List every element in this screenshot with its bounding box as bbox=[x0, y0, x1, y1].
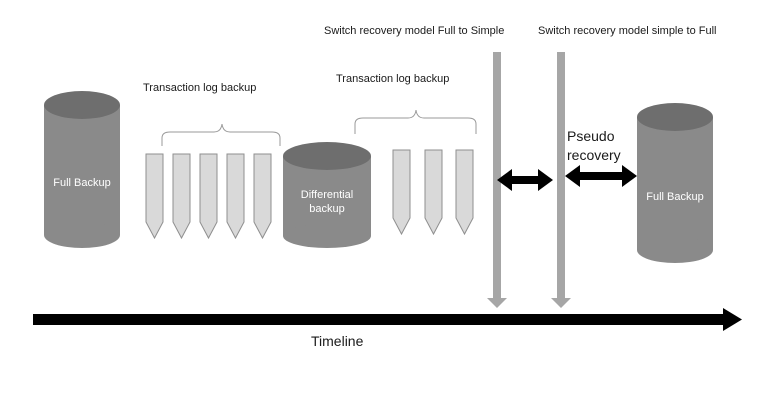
switch-simple-to-full-label: Switch recovery model simple to Full bbox=[538, 25, 717, 37]
transaction-log-label-2: Transaction log backup bbox=[336, 73, 450, 85]
switch-simple-to-full-bar bbox=[551, 52, 571, 308]
bracket-transaction-log-2 bbox=[354, 109, 477, 134]
pseudo-recovery-label: Pseudo recovery bbox=[567, 128, 621, 163]
log-backups-group-1 bbox=[145, 153, 272, 240]
differential-backup-label: Differential backup bbox=[300, 189, 354, 215]
switch-full-to-simple-bar bbox=[487, 52, 507, 308]
full-backup-right-label: Full Backup bbox=[646, 191, 704, 203]
differential-backup-cylinder bbox=[283, 142, 371, 248]
timeline-label: Timeline bbox=[311, 333, 364, 349]
full-backup-cylinder-left bbox=[44, 91, 120, 248]
transaction-log-label-1: Transaction log backup bbox=[143, 82, 257, 94]
double-arrow-pseudo-recovery bbox=[565, 165, 637, 187]
double-arrow-between-bars bbox=[497, 169, 553, 191]
bracket-transaction-log-1 bbox=[161, 123, 281, 146]
full-backup-left-label: Full Backup bbox=[53, 177, 111, 189]
timeline-arrow bbox=[33, 308, 742, 331]
full-backup-cylinder-right bbox=[637, 103, 713, 263]
switch-full-to-simple-label: Switch recovery model Full to Simple bbox=[324, 25, 505, 37]
log-backups-group-2 bbox=[392, 149, 474, 236]
